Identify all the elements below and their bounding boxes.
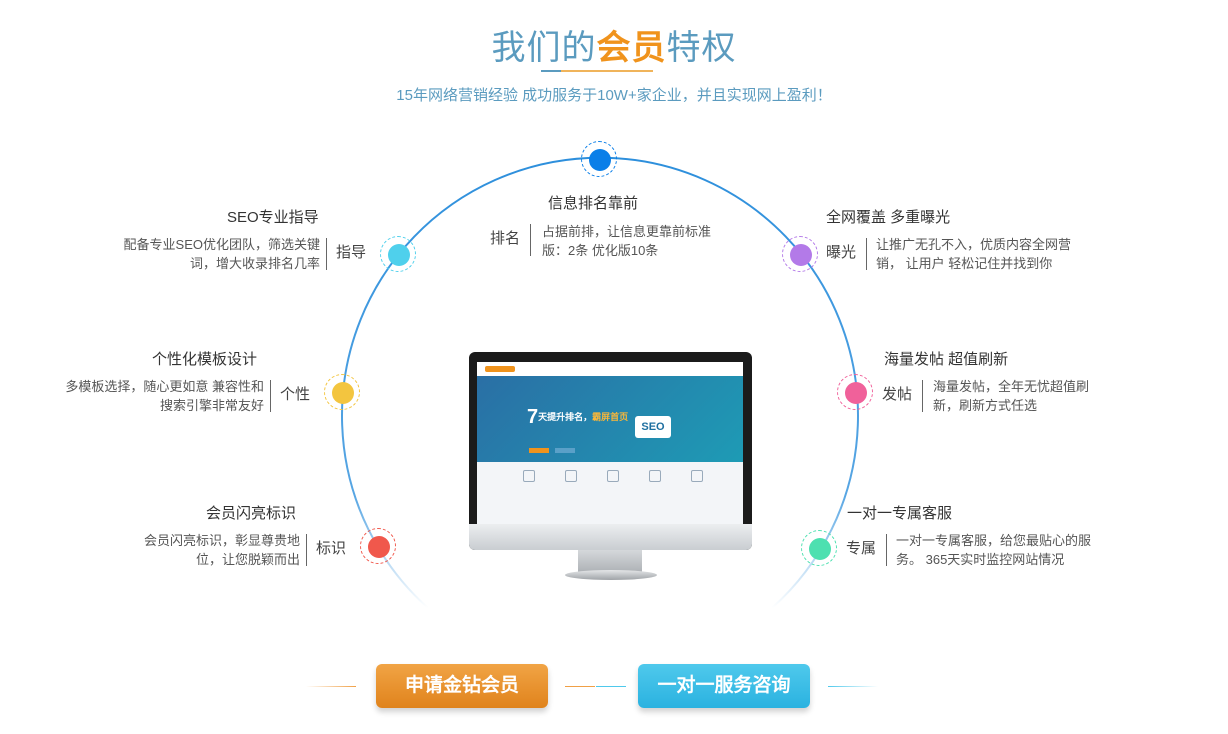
screen-hero-text-a: 天提升排名，	[538, 411, 593, 422]
ranking-title: 信息排名靠前	[548, 195, 639, 212]
screen-seo-label: SEO	[635, 416, 671, 438]
exposure-tag: 曝光	[826, 244, 857, 261]
service-dot-icon	[801, 530, 837, 566]
badge-tag: 标识	[316, 540, 347, 557]
monitor-screen: 7天提升排名，霸屏首页 SEO	[477, 362, 743, 524]
service-desc: 一对一专属客服，给您最贴心的服务。 365天实时监控网站情况	[896, 533, 1092, 567]
template-separator	[270, 380, 271, 412]
posting-desc: 海量发帖，全年无忧超值刷新，刷新方式任选	[933, 379, 1090, 413]
seo-dot-icon	[380, 236, 416, 272]
title-highlight: 会员	[596, 29, 667, 67]
title-divider-left	[541, 70, 561, 72]
template-title: 个性化模板设计	[152, 351, 258, 368]
screen-logo	[485, 366, 515, 372]
screen-hero-button-secondary	[555, 448, 575, 453]
exposure-dot-icon	[782, 236, 818, 272]
deco-line-right	[828, 686, 878, 687]
screen-icon	[565, 470, 577, 482]
monitor-bezel	[469, 524, 752, 550]
deco-line-mid-right	[596, 686, 626, 687]
ranking-tag: 排名	[490, 230, 521, 247]
template-tag: 个性	[280, 386, 311, 403]
screen-icon	[649, 470, 661, 482]
exposure-desc: 让推广无孔不入，优质内容全网营销， 让用户 轻松记住并找到你	[876, 237, 1072, 271]
title-pre: 我们的	[491, 29, 597, 67]
exposure-separator	[866, 238, 867, 270]
title-post: 特权	[666, 29, 737, 67]
apply-gold-membership-button[interactable]: 申请金钻会员	[376, 664, 548, 708]
screen-icon	[691, 470, 703, 482]
seo-separator	[326, 238, 327, 270]
template-desc: 多模板选择，随心更如意 兼容性和搜索引擎非常友好	[65, 379, 264, 413]
screen-navbar	[477, 362, 743, 376]
exposure-title: 全网覆盖 多重曝光	[826, 209, 951, 226]
posting-tag: 发帖	[882, 386, 913, 403]
deco-line-left	[306, 686, 356, 687]
ranking-desc: 占据前排，让信息更靠前标准版：2条 优化版10条	[542, 224, 712, 258]
badge-desc: 会员闪亮标识，彰显尊贵地位，让您脱颖而出	[143, 533, 300, 567]
title-divider-right	[561, 70, 653, 72]
ranking-dot-icon	[581, 141, 617, 177]
service-tag: 专属	[846, 540, 877, 557]
seo-tag: 指导	[336, 244, 367, 261]
screen-hero-text-b: 霸屏首页	[592, 411, 629, 422]
deco-line-mid-left	[565, 686, 595, 687]
service-title: 一对一专属客服	[847, 505, 953, 522]
screen-hero-button-primary	[529, 448, 549, 453]
seo-title: SEO专业指导	[227, 209, 319, 226]
page-subtitle: 15年网络营销经验 成功服务于10W+家企业，并且实现网上盈利！	[396, 87, 832, 104]
screen-hero-num: 7	[527, 406, 539, 428]
screen-hero-text: 7天提升排名，霸屏首页	[527, 406, 628, 429]
screen-icon	[607, 470, 619, 482]
screen-icon-row	[523, 470, 703, 492]
page-title: 我们的会员特权	[0, 20, 1228, 69]
one-on-one-consult-button[interactable]: 一对一服务咨询	[638, 664, 810, 708]
posting-dot-icon	[837, 374, 873, 410]
badge-dot-icon	[360, 528, 396, 564]
monitor-stand-neck	[578, 550, 642, 572]
seo-desc: 配备专业SEO优化团队，筛选关键词，增大收录排名几率	[123, 237, 320, 271]
posting-separator	[922, 380, 923, 412]
ranking-separator	[530, 224, 531, 256]
service-separator	[886, 534, 887, 566]
monitor-stand-base	[565, 570, 657, 580]
badge-separator	[306, 534, 307, 566]
template-dot-icon	[324, 374, 360, 410]
posting-title: 海量发帖 超值刷新	[884, 351, 1009, 368]
screen-icon	[523, 470, 535, 482]
badge-title: 会员闪亮标识	[206, 505, 297, 522]
screen-hero: 7天提升排名，霸屏首页 SEO	[477, 376, 743, 462]
